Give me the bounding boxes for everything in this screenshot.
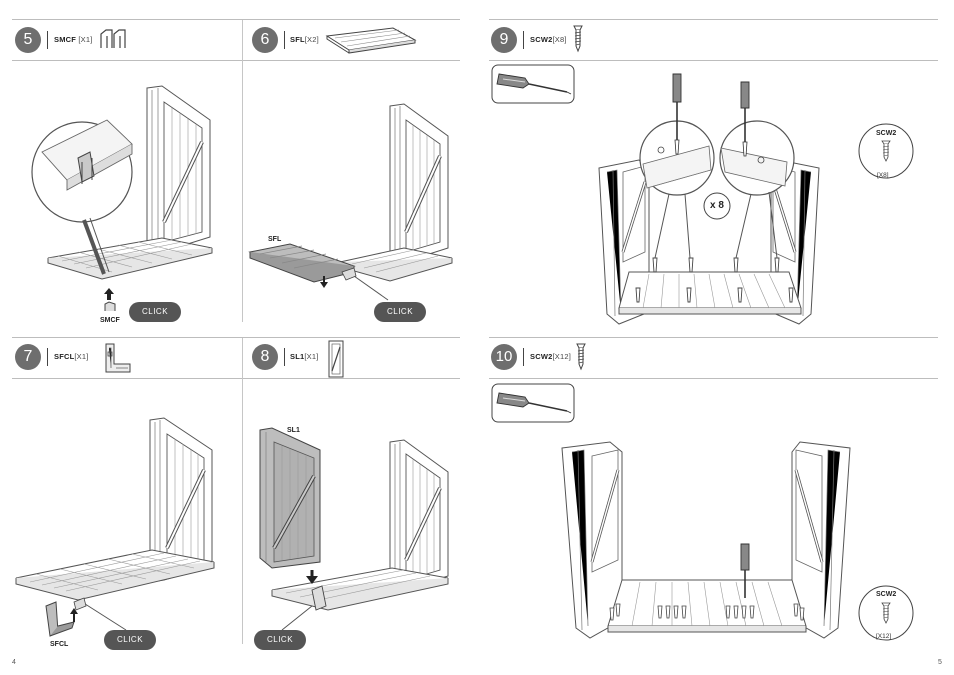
page-number-right: 5 xyxy=(938,659,942,666)
click-badge: CLICK xyxy=(374,302,426,322)
part-callout: SMCF xyxy=(100,317,120,324)
step-number: 5 xyxy=(15,27,41,53)
corner-bracket-icon xyxy=(105,343,131,373)
part-quantity: [X1] xyxy=(304,352,319,361)
screw-icon xyxy=(573,25,583,53)
divider-vertical-left-2 xyxy=(242,338,243,644)
part-quantity: [X1] xyxy=(74,352,89,361)
step-10-illustration xyxy=(561,441,851,639)
step-number: 6 xyxy=(252,27,278,53)
step-separator xyxy=(523,31,524,49)
step-number: 7 xyxy=(15,344,41,370)
step-number: 9 xyxy=(491,27,517,53)
clip-part-icon xyxy=(100,29,126,48)
screwdriver-icon xyxy=(491,64,575,104)
floor-panel-icon xyxy=(325,27,417,54)
bubble-code: SCW2 xyxy=(876,130,897,137)
part-code: SFL xyxy=(290,35,305,44)
step-separator xyxy=(284,348,285,366)
multiplier-label: x 8 xyxy=(710,200,724,211)
part-label: SMCF [X1] xyxy=(54,35,93,44)
step-number: 10 xyxy=(491,344,517,370)
part-label: SCW2[X12] xyxy=(530,352,571,361)
part-code: SL1 xyxy=(290,352,305,361)
step-separator xyxy=(523,348,524,366)
arrow-up-icon xyxy=(104,288,114,300)
screw-bubble xyxy=(858,123,914,179)
divider-mid-right xyxy=(489,337,938,338)
part-code: SCW2 xyxy=(530,352,553,361)
step-separator xyxy=(47,31,48,49)
part-code: SFCL xyxy=(54,352,75,361)
divider-header-left xyxy=(12,60,460,61)
step-6-illustration xyxy=(248,103,453,301)
bubble-qty: [X8] xyxy=(877,172,889,179)
part-callout: SFL xyxy=(268,236,282,243)
step-9-illustration xyxy=(598,73,820,325)
step-8-illustration xyxy=(259,427,449,631)
clip-part-icon xyxy=(104,301,116,311)
click-badge: CLICK xyxy=(129,302,181,322)
screwdriver-icon xyxy=(491,383,575,423)
part-code: SMCF xyxy=(54,35,77,44)
part-quantity: [X1] xyxy=(78,35,93,44)
part-callout: SL1 xyxy=(287,427,300,434)
part-callout: SFCL xyxy=(50,641,69,648)
step-7-illustration xyxy=(15,417,215,637)
divider-header-left-2 xyxy=(12,378,460,379)
part-code: SCW2 xyxy=(530,35,553,44)
part-label: SFCL[X1] xyxy=(54,352,89,361)
side-panel-icon xyxy=(328,340,344,378)
click-badge: CLICK xyxy=(254,630,306,650)
step-separator xyxy=(284,31,285,49)
page-number-left: 4 xyxy=(12,659,16,666)
bubble-qty: [X12] xyxy=(876,633,892,640)
part-label: SFL[X2] xyxy=(290,35,319,44)
step-number: 8 xyxy=(252,344,278,370)
divider-mid-left xyxy=(12,337,460,338)
part-quantity: [X2] xyxy=(304,35,319,44)
divider-top-right xyxy=(489,19,938,20)
part-quantity: [X8] xyxy=(552,35,567,44)
screw-icon xyxy=(576,343,586,371)
bubble-code: SCW2 xyxy=(876,591,897,598)
step-separator xyxy=(47,348,48,366)
step-5-illustration xyxy=(31,85,213,280)
divider-header-right-2 xyxy=(489,378,938,379)
screw-bubble xyxy=(858,585,914,641)
click-badge: CLICK xyxy=(104,630,156,650)
divider-top-left xyxy=(12,19,460,20)
part-label: SCW2[X8] xyxy=(530,35,567,44)
divider-header-right xyxy=(489,60,938,61)
part-label: SL1[X1] xyxy=(290,352,319,361)
divider-vertical-left xyxy=(242,20,243,322)
part-quantity: [X12] xyxy=(552,352,571,361)
